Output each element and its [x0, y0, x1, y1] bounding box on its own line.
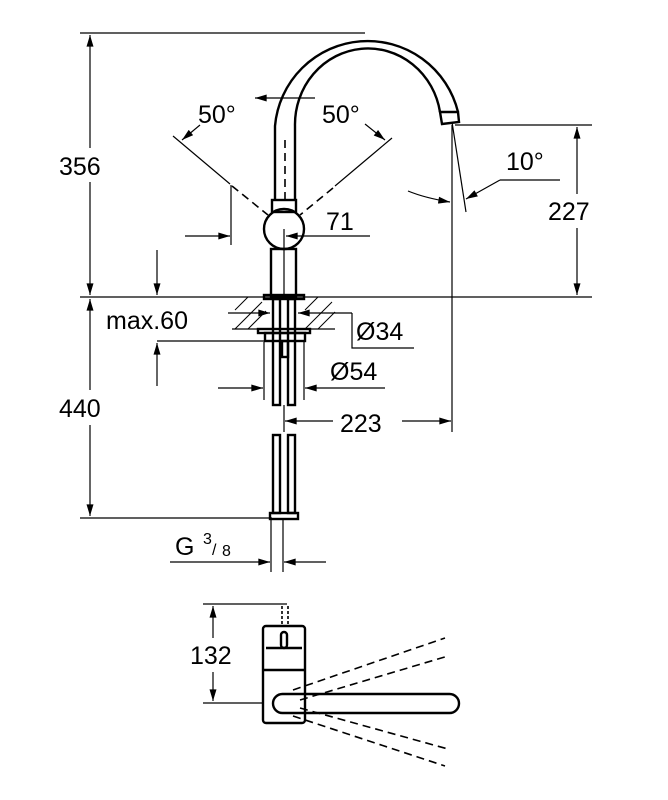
dimension-440: 440 [59, 298, 101, 516]
dimension-71: 71 [185, 185, 370, 245]
dimension-g38: G 3 / 8 [170, 520, 326, 572]
dimension-max60: max.60 [106, 250, 264, 386]
dimension-356: 356 [59, 35, 101, 296]
dim-356-label: 356 [59, 153, 101, 181]
reference-lines [80, 32, 592, 519]
angle-right-label: 50° [322, 101, 360, 129]
dimension-227: 227 [548, 127, 590, 296]
spout-angle: 10° [407, 121, 560, 213]
angle-left-label: 50° [198, 101, 236, 129]
fraction-denominator: 8 [222, 543, 231, 560]
dim-d34-label: Ø34 [356, 318, 403, 346]
g-label: G [175, 533, 194, 561]
spout [254, 39, 461, 299]
fraction-slash: / [212, 542, 217, 559]
dimension-d54: Ø54 [218, 342, 385, 400]
supply-hoses [268, 297, 300, 521]
angle-10-label: 10° [506, 148, 544, 176]
dim-d54-label: Ø54 [330, 358, 377, 386]
countertop-section [232, 293, 336, 343]
dim-max60-label: max.60 [106, 307, 188, 335]
fraction-numerator: 3 [203, 531, 212, 548]
dimension-223: 223 [283, 405, 452, 438]
dim-132-label: 132 [190, 642, 232, 670]
dimension-d34: Ø34 [228, 309, 414, 349]
handle-angles: 50° 50° [172, 101, 393, 216]
plan-view: 132 [190, 603, 461, 767]
dim-71-label: 71 [326, 208, 354, 236]
dim-440-label: 440 [59, 395, 101, 423]
dim-223-label: 223 [340, 410, 382, 438]
dim-227-label: 227 [548, 198, 590, 226]
